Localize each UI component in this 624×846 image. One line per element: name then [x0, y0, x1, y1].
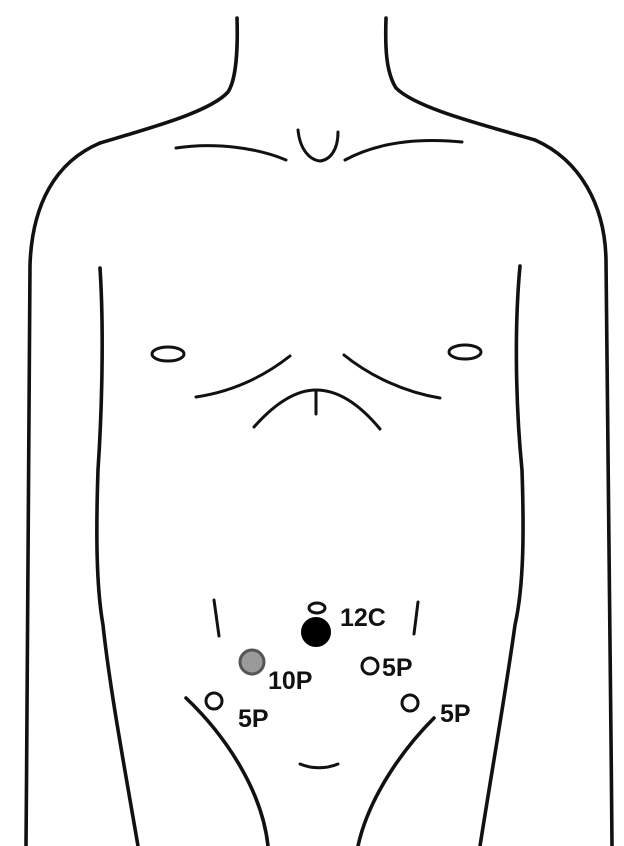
port-markers: 12C 10P 5P 5P 5P: [206, 603, 471, 733]
port-10p-label: 10P: [268, 667, 312, 695]
port-5p-right-upper-label: 5P: [382, 654, 413, 682]
left-rectus-mark: [214, 600, 219, 636]
right-inguinal-line: [358, 718, 434, 846]
left-shoulder-arm: [26, 143, 100, 846]
right-clavicle: [345, 141, 462, 160]
left-chest-contour: [196, 356, 290, 397]
torso-outline: [26, 18, 612, 846]
pubic-mark: [300, 764, 338, 768]
sternal-notch: [298, 130, 338, 161]
neck-right-line: [386, 18, 535, 140]
anatomy-details: [152, 130, 481, 846]
port-5p-left-lower-label: 5P: [238, 705, 269, 733]
right-rectus-mark: [414, 602, 418, 634]
neck-left-line: [100, 18, 237, 143]
torso-left-side: [97, 268, 138, 846]
port-5p-right-upper-marker: [362, 658, 378, 674]
right-nipple: [449, 345, 481, 359]
port-12c-marker: [302, 618, 330, 646]
port-5p-left-lower-marker: [206, 693, 222, 709]
torso-right-side: [480, 266, 523, 846]
port-5p-right-lower-label: 5P: [440, 700, 471, 728]
right-chest-contour: [344, 355, 440, 398]
right-shoulder-arm: [535, 140, 612, 846]
port-12c-label: 12C: [340, 604, 386, 632]
umbilicus-ring: [309, 603, 325, 613]
left-clavicle: [176, 146, 286, 160]
port-10p-marker: [240, 650, 264, 674]
left-nipple: [152, 347, 184, 361]
port-5p-right-lower-marker: [402, 695, 418, 711]
